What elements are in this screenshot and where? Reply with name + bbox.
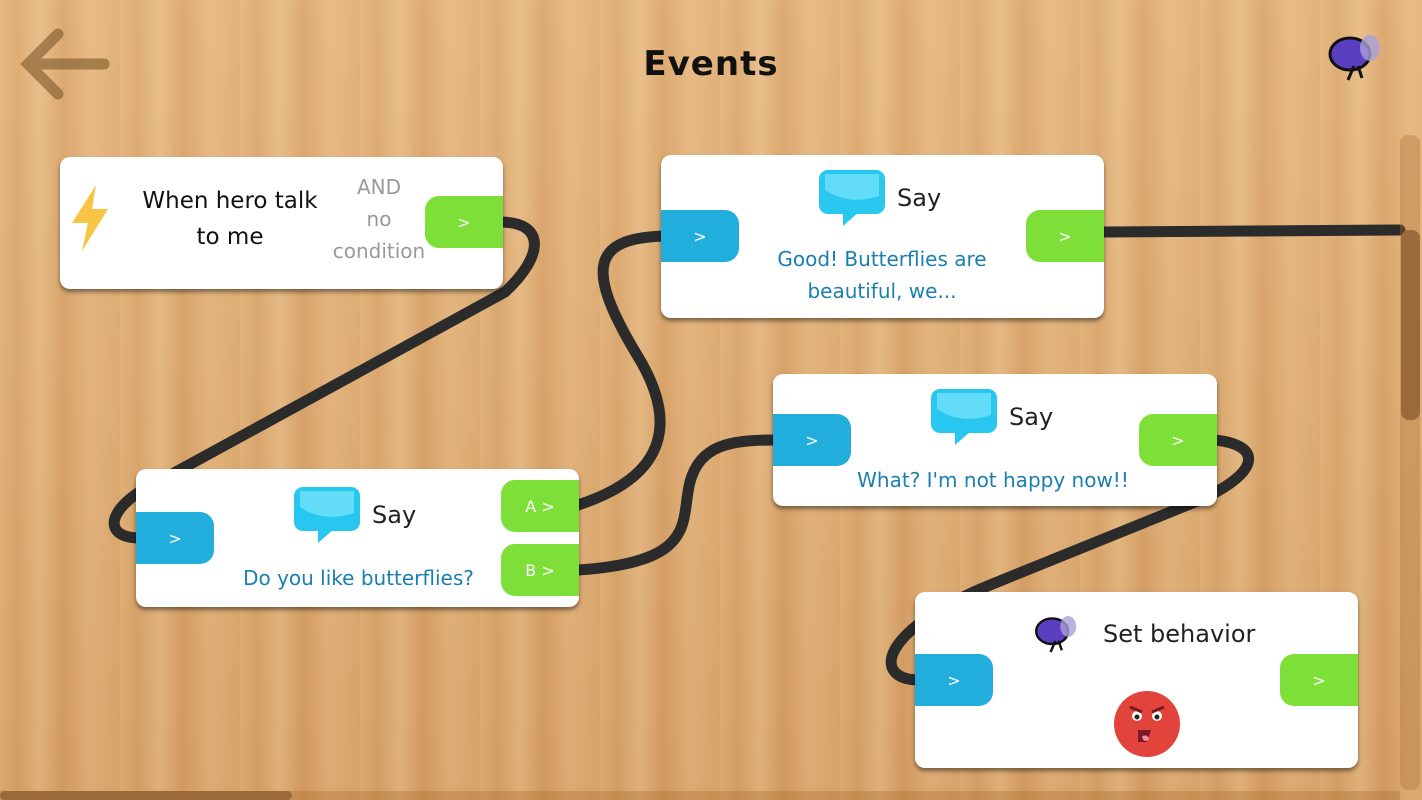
wire-trigger-to-say1 bbox=[108, 216, 540, 544]
say-node-1[interactable]: > Say Do you like butterflies? A > B > bbox=[136, 469, 579, 607]
say1-output-a[interactable]: A > bbox=[501, 480, 579, 532]
trigger-output-port[interactable]: > bbox=[425, 196, 503, 248]
speech-bubble-icon bbox=[931, 389, 997, 445]
wire-say2-out bbox=[1098, 224, 1406, 238]
say3-output-port[interactable]: > bbox=[1139, 414, 1217, 466]
set-output-port[interactable]: > bbox=[1280, 654, 1358, 706]
condition-and: AND bbox=[356, 175, 402, 199]
wire-say1a-to-say2 bbox=[572, 230, 671, 511]
say3-input-port[interactable]: > bbox=[773, 414, 851, 466]
say2-output-port[interactable]: > bbox=[1026, 210, 1104, 262]
butterfly-icon bbox=[1035, 616, 1077, 653]
set-behavior-node[interactable]: > Set behavior > bbox=[915, 592, 1358, 768]
say-node-3[interactable]: > Say What? I'm not happy now!! > bbox=[773, 374, 1217, 506]
say1-input-port[interactable]: > bbox=[136, 512, 214, 564]
say2-title: Say bbox=[897, 184, 942, 212]
speech-bubble-icon bbox=[294, 487, 360, 543]
say3-message: What? I'm not happy now!! bbox=[857, 468, 1129, 492]
wire-say1b-to-say3 bbox=[572, 434, 781, 576]
say1-title: Say bbox=[372, 501, 417, 529]
page-title: Events bbox=[643, 44, 779, 84]
say2-message: Good! Butterflies are beautiful, we... bbox=[777, 247, 987, 303]
trigger-label: When hero talk to me bbox=[142, 188, 318, 250]
trigger-node[interactable]: When hero talk to me AND no condition > bbox=[60, 157, 503, 289]
say-node-2[interactable]: > Say Good! Butterflies are beautiful, w… bbox=[661, 155, 1104, 318]
set-behavior-title: Set behavior bbox=[1103, 620, 1256, 648]
say2-input-port[interactable]: > bbox=[661, 210, 739, 262]
butterfly-icon[interactable] bbox=[1326, 30, 1386, 85]
say1-output-b[interactable]: B > bbox=[501, 544, 579, 596]
speech-bubble-icon bbox=[819, 170, 885, 226]
angry-face-icon[interactable] bbox=[1113, 690, 1181, 758]
horizontal-scrollbar-thumb[interactable] bbox=[0, 791, 292, 800]
condition-value: no condition bbox=[332, 207, 426, 263]
back-arrow-icon[interactable] bbox=[18, 26, 113, 106]
say1-message: Do you like butterflies? bbox=[243, 566, 474, 590]
vertical-scrollbar-thumb[interactable] bbox=[1401, 230, 1420, 420]
lightning-icon bbox=[72, 185, 108, 251]
set-input-port[interactable]: > bbox=[915, 654, 993, 706]
wire-say3-to-set bbox=[885, 434, 1254, 686]
horizontal-scrollbar[interactable] bbox=[0, 791, 1400, 800]
condition-text[interactable]: AND no condition bbox=[328, 171, 430, 267]
say3-title: Say bbox=[1009, 403, 1054, 431]
